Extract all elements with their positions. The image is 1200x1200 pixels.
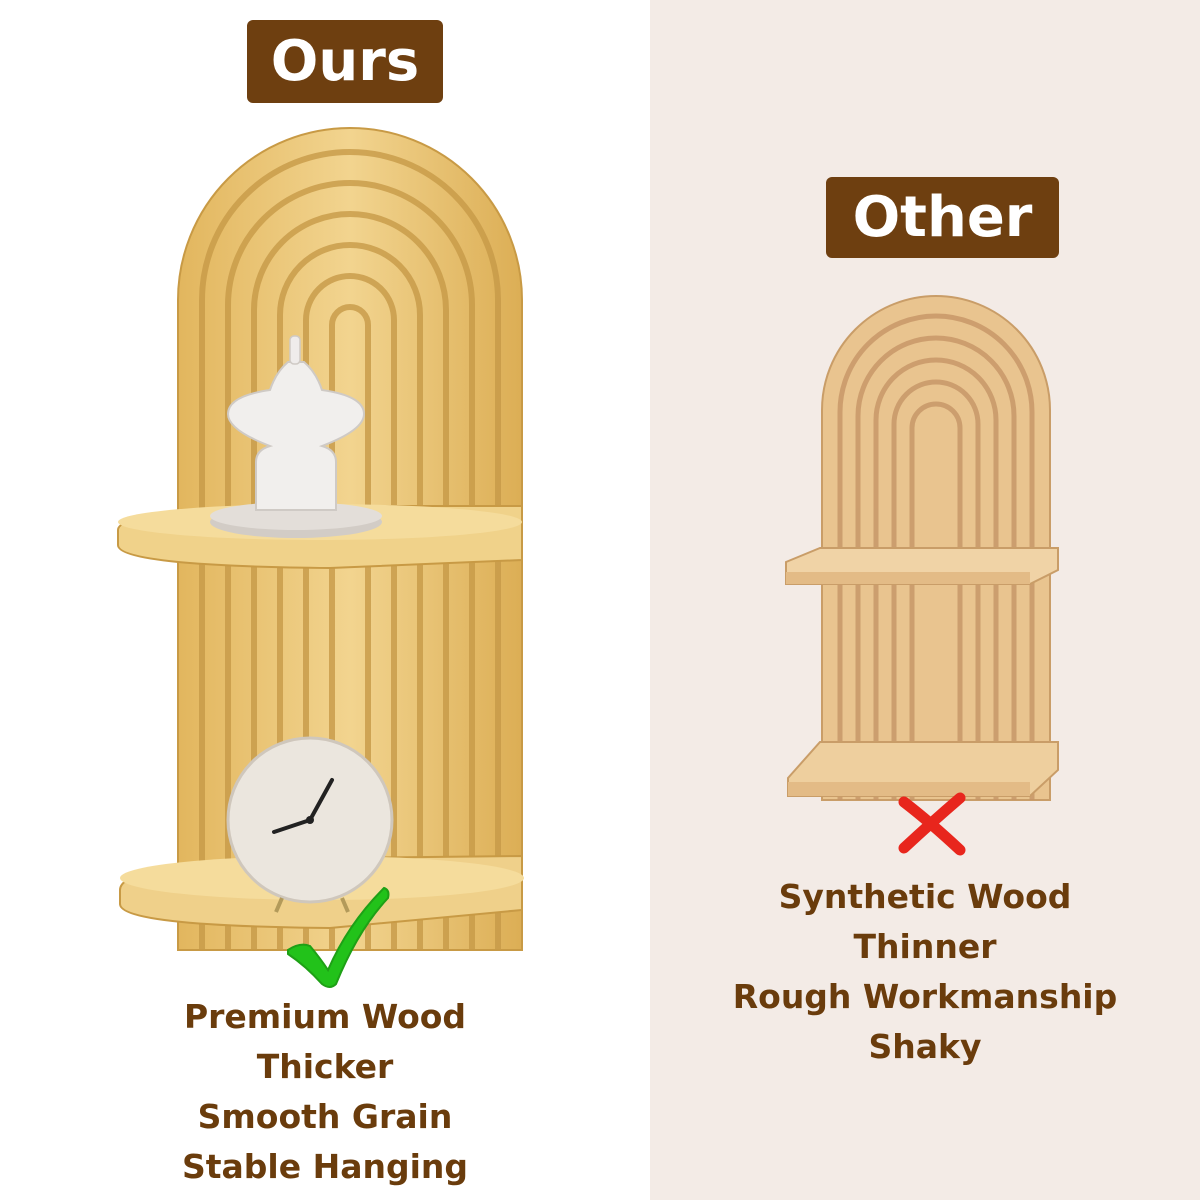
ours-features: Premium Wood Thicker Smooth Grain Stable… [150,992,500,1192]
ours-feature-2: Thicker [256,1047,394,1086]
other-feature-2: Thinner [853,927,997,966]
ours-feature-4: Stable Hanging [181,1147,469,1186]
other-feature-3: Rough Workmanship [732,977,1118,1016]
other-feature-1: Synthetic Wood [778,877,1072,916]
ours-shelf-image [117,127,524,951]
other-badge: Other [826,177,1059,258]
ours-feature-3: Smooth Grain [197,1097,453,1136]
other-features: Synthetic Wood Thinner Rough Workmanship… [720,872,1130,1072]
ours-feature-1: Premium Wood [183,997,467,1036]
ours-badge: Ours [247,20,443,103]
other-feature-4: Shaky [868,1027,982,1066]
check-mark-icon [287,886,390,988]
cross-mark-icon [898,792,966,856]
